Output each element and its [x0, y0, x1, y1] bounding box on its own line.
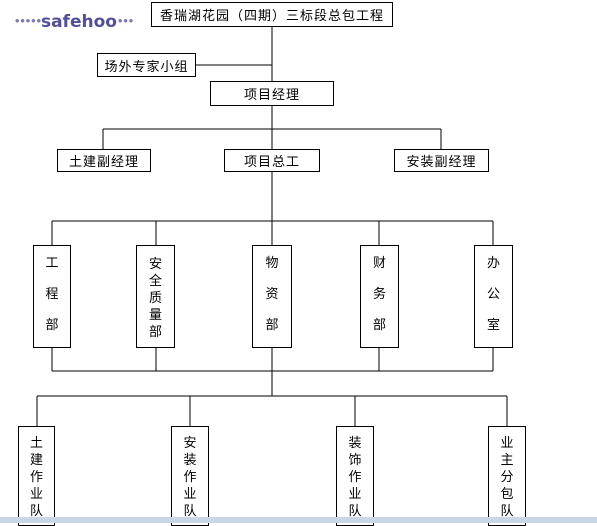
team-civil-box: 土建作业队: [18, 426, 55, 526]
team-decoration-box: 装饰作业队: [336, 426, 374, 526]
dept-finance-label: 财务部: [372, 256, 386, 333]
team-install-label: 安装作业队: [183, 436, 197, 519]
deputy-civil-box: 土建副经理: [57, 149, 151, 172]
dept-materials-label: 物资部: [265, 256, 279, 333]
dept-finance-box: 财务部: [360, 245, 399, 348]
deputy-civil-label: 土建副经理: [68, 155, 139, 170]
project-manager-box: 项目经理: [210, 81, 334, 106]
dept-materials-box: 物资部: [252, 245, 292, 348]
safehoo-logo: •••••safehoo•••: [14, 12, 134, 32]
team-decoration-label: 装饰作业队: [348, 436, 362, 519]
chief-engineer-box: 项目总工: [224, 149, 320, 172]
logo-dots-right: •••: [116, 16, 134, 28]
project-manager-label: 项目经理: [243, 88, 300, 103]
top-project-box: 香瑞湖花园（四期）三标段总包工程: [151, 2, 393, 27]
bottom-scrollbar-strip: [0, 517, 597, 523]
dept-safety-quality-label: 安全质量部: [148, 257, 162, 340]
expert-group-label: 场外专家小组: [104, 59, 189, 75]
team-owner-subcontract-box: 业主分包队: [488, 426, 526, 526]
deputy-install-box: 安装副经理: [394, 149, 489, 172]
logo-dots-left: •••••: [14, 16, 42, 28]
dept-engineering-box: 工程部: [33, 245, 71, 348]
dept-engineering-label: 工程部: [45, 256, 59, 333]
dept-office-box: 办公室: [474, 245, 513, 348]
deputy-install-label: 安装副经理: [406, 155, 477, 170]
chief-engineer-label: 项目总工: [243, 155, 300, 170]
dept-safety-quality-box: 安全质量部: [136, 245, 175, 348]
expert-group-box: 场外专家小组: [97, 53, 196, 77]
team-owner-subcontract-label: 业主分包队: [500, 436, 514, 519]
logo-text: safehoo: [40, 12, 117, 32]
team-install-box: 安装作业队: [171, 426, 209, 526]
team-civil-label: 土建作业队: [29, 436, 43, 519]
dept-office-label: 办公室: [486, 256, 500, 333]
top-project-title: 香瑞湖花园（四期）三标段总包工程: [159, 9, 384, 24]
